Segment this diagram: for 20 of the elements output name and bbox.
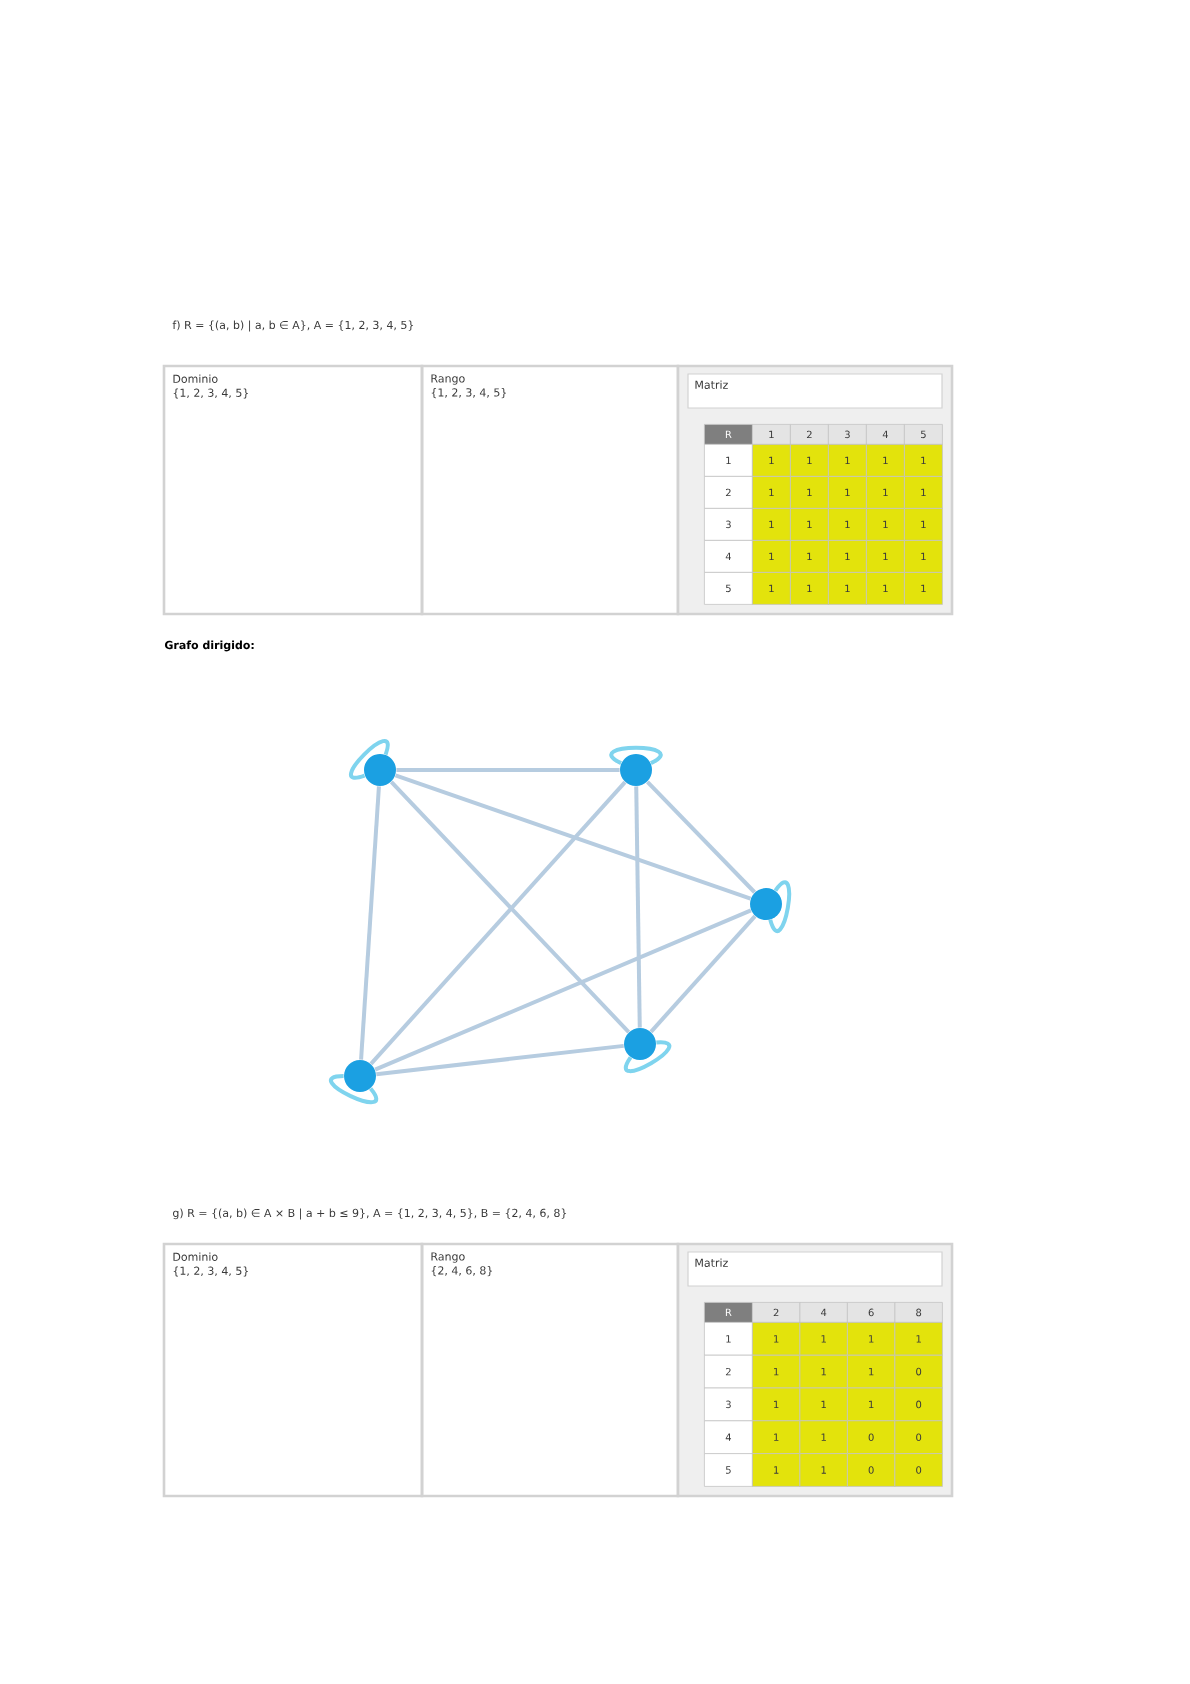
graph-edge (374, 908, 752, 1072)
graph-edge (646, 780, 757, 894)
graph-vertex (624, 1028, 656, 1060)
graph-edge (389, 780, 631, 1034)
graph-edge (634, 786, 642, 1028)
graph-vertex (344, 1060, 376, 1092)
graph-edge (359, 786, 381, 1060)
graph-edge (376, 1043, 624, 1077)
graph-vertex (620, 754, 652, 786)
graph-edge (394, 773, 752, 901)
graph-vertex (364, 754, 396, 786)
self-loop (610, 745, 662, 765)
graph-edge (649, 914, 757, 1034)
self-loop (349, 739, 390, 780)
self-loop (329, 1074, 378, 1105)
graph-edge (396, 768, 620, 772)
self-loop (624, 1040, 671, 1073)
self-loop (768, 880, 792, 933)
graph-vertex (750, 888, 782, 920)
graph-edge (369, 780, 627, 1066)
